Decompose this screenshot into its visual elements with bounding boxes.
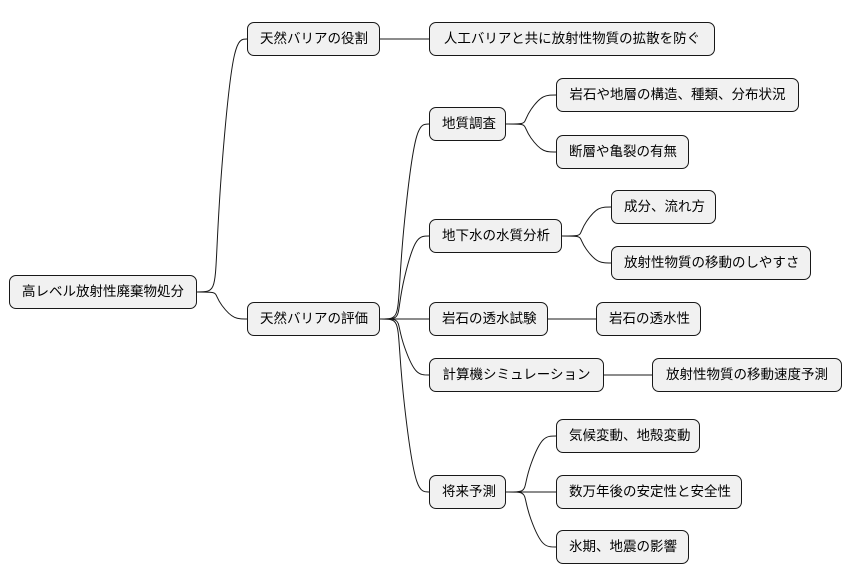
leaf-long-term-stability: 数万年後の安定性と安全性 — [556, 475, 742, 509]
node-prevent-diffusion: 人工バリアと共に放射性物質の拡散を防ぐ — [429, 22, 715, 56]
edge-b1c0-to-b1c0l0 — [505, 94, 557, 125]
edge-b1c1-to-b1c1l1 — [561, 235, 612, 264]
edge-root-to-b1 — [196, 291, 248, 320]
node-permeability-test: 岩石の透水試験 — [429, 302, 548, 336]
leaf-ice-age-earthquake: 氷期、地震の影響 — [556, 530, 689, 564]
edge-b1c4-to-b1c4l0 — [505, 435, 557, 493]
edge-root-to-b0 — [196, 38, 248, 293]
leaf-radioactive-mobility: 放射性物質の移動のしやすさ — [611, 246, 811, 280]
branch-node-natural-barrier-role: 天然バリアの役割 — [247, 22, 380, 56]
edge-b1c4-to-b1c4l2 — [505, 491, 557, 548]
branch-node-natural-barrier-evaluation: 天然バリアの評価 — [247, 302, 380, 336]
node-geological-survey: 地質調査 — [429, 107, 506, 141]
edge-b1-to-b1c4 — [379, 318, 430, 493]
leaf-rock-structure: 岩石や地層の構造、種類、分布状況 — [556, 78, 799, 112]
leaf-climate-crustal-change: 気候変動、地殻変動 — [556, 419, 700, 453]
edge-b1-to-b1c1 — [379, 235, 430, 320]
root-node: 高レベル放射性廃棄物処分 — [9, 275, 197, 309]
node-future-prediction: 将来予測 — [429, 475, 506, 509]
leaf-faults-cracks: 断層や亀裂の有無 — [556, 135, 689, 169]
leaf-migration-speed-prediction: 放射性物質の移動速度予測 — [652, 358, 842, 392]
edge-b1c1-to-b1c1l0 — [561, 206, 612, 237]
leaf-rock-permeability: 岩石の透水性 — [596, 302, 701, 336]
leaf-components-flow: 成分、流れ方 — [611, 190, 716, 224]
edge-b1c0-to-b1c0l1 — [505, 123, 557, 153]
edge-b1-to-b1c0 — [379, 123, 430, 320]
node-computer-simulation: 計算機シミュレーション — [429, 358, 604, 392]
edge-b1-to-b1c3 — [379, 318, 430, 376]
node-groundwater-analysis: 地下水の水質分析 — [429, 219, 562, 253]
